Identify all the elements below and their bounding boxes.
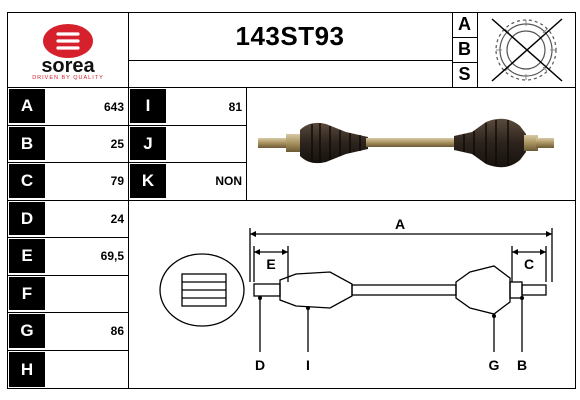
brand-tagline: DRIVEN BY QUALITY	[32, 75, 104, 81]
part-number: 143ST93	[235, 20, 345, 51]
dim-label-e: E	[266, 256, 275, 272]
dim-label-c: C	[524, 256, 534, 272]
spec-value-a: 643	[103, 99, 124, 114]
divider	[7, 200, 246, 201]
spec-value-i: 81	[228, 99, 242, 114]
spec-value-e: 69,5	[100, 249, 124, 263]
spec-value-g: 86	[110, 324, 124, 338]
spec-value-b: 25	[110, 136, 124, 151]
divider	[452, 62, 477, 63]
spec-value-c: 79	[110, 174, 124, 188]
dim-label-a: A	[395, 216, 405, 232]
divider	[7, 275, 128, 276]
dim-label-d: D	[255, 357, 265, 373]
brand-logo: sorea DRIVEN BY QUALITY	[10, 14, 126, 84]
divider	[7, 162, 246, 163]
spec-value-k: NON	[215, 174, 242, 188]
dim-label-b: B	[517, 357, 527, 373]
divider	[477, 12, 478, 87]
spec-label-f: F	[9, 277, 45, 310]
spec-label-h: H	[9, 352, 45, 387]
spec-label-i: I	[130, 89, 166, 123]
driveshaft-photo	[250, 104, 560, 184]
abs-ring-crossed-icon	[478, 13, 575, 86]
spec-label-e: E	[9, 239, 45, 273]
spec-label-j: J	[130, 127, 166, 160]
divider	[452, 37, 477, 38]
dim-label-g: G	[489, 357, 500, 373]
spline-inset-outline	[159, 253, 245, 327]
divider	[128, 60, 452, 61]
divider	[452, 12, 453, 87]
spec-value-j	[167, 125, 246, 162]
spec-value-h	[46, 350, 128, 388]
divider	[246, 87, 247, 200]
divider	[7, 87, 576, 88]
brand-name: sorea	[41, 55, 95, 77]
spec-label-c: C	[9, 164, 45, 198]
spec-value-d: 24	[110, 211, 124, 226]
spec-label-g: G	[9, 314, 45, 348]
dim-label-i: I	[306, 357, 310, 373]
divider	[7, 125, 246, 126]
spec-label-d: D	[9, 202, 45, 235]
spec-label-k: K	[130, 164, 166, 198]
divider	[7, 312, 128, 313]
spec-label-a: A	[9, 89, 45, 123]
abs-letter-s: S	[458, 64, 471, 84]
abs-letter-b: B	[458, 39, 471, 59]
abs-letter-a: A	[458, 14, 471, 34]
divider	[7, 237, 128, 238]
spec-label-b: B	[9, 127, 45, 160]
divider	[7, 350, 128, 351]
spec-value-f	[46, 275, 128, 312]
logo-mark	[56, 32, 80, 50]
dimension-diagram: A E C D I G B	[130, 202, 574, 387]
divider	[128, 200, 576, 201]
